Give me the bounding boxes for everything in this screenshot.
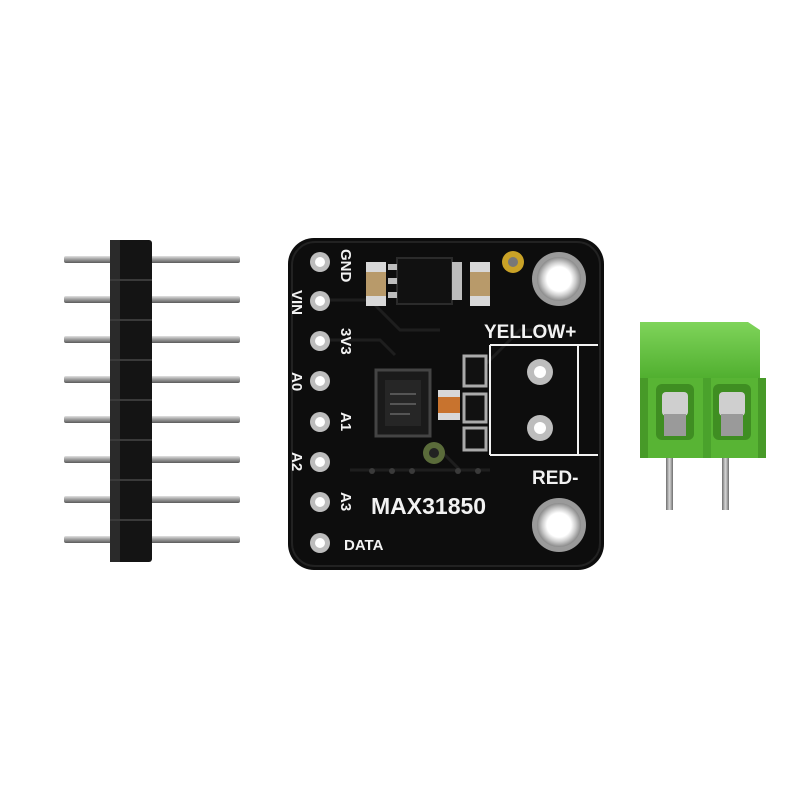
- pin-label-a1: A1: [337, 412, 354, 431]
- pin-label-a3: A3: [337, 492, 354, 511]
- pin-label-data: DATA: [344, 537, 384, 554]
- smd-capacitor-orange: [438, 390, 460, 420]
- mounting-hole-top: [532, 252, 586, 306]
- pin-label-vin: VIN: [288, 290, 305, 315]
- header-pin-strip: [64, 240, 240, 562]
- smd-component-pair: [462, 354, 488, 452]
- vias: [369, 468, 481, 474]
- thermocouple-pad-yellow: [527, 359, 553, 385]
- pin-label-a0: A0: [288, 372, 305, 391]
- max31850-ic: [374, 368, 432, 438]
- terminal-label-red: RED-: [532, 468, 578, 489]
- screw-terminal-block: [640, 322, 766, 510]
- pin-label-a2: A2: [288, 452, 305, 471]
- mounting-hole-bottom: [532, 498, 586, 552]
- thermocouple-pad-red: [527, 415, 553, 441]
- smd-capacitor-left: [366, 262, 386, 306]
- board-chip-name: MAX31850: [371, 493, 486, 519]
- pin-label-gnd: GND: [337, 249, 354, 283]
- terminal-screw-left: [656, 384, 694, 440]
- max31850-breakout-board: GND VIN 3V3 A0 A1 A2 A3 DATA: [288, 238, 604, 570]
- smd-capacitor-right: [470, 262, 490, 306]
- thermocouple-terminal-outline: [489, 344, 598, 456]
- voltage-regulator-chip: [388, 257, 462, 305]
- pin-pads: [310, 252, 330, 553]
- header-plastic-housing: [110, 240, 152, 562]
- terminal-label-yellow: YELLOW+: [484, 322, 576, 343]
- test-pad-green: [423, 442, 445, 464]
- pin-label-3v3: 3V3: [337, 328, 354, 355]
- terminal-screw-right: [713, 384, 751, 440]
- terminal-legs: [666, 440, 729, 510]
- test-pad-gold: [502, 251, 524, 273]
